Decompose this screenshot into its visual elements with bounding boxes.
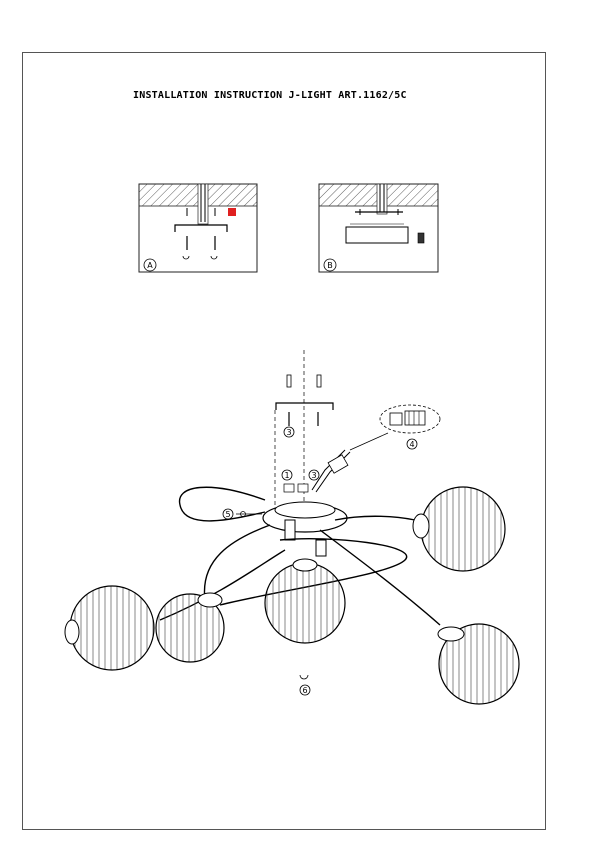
panel-b-label: B: [327, 261, 333, 270]
panel-a: A: [138, 183, 258, 273]
step-1-marker: 1 3: [281, 469, 320, 493]
step-4-badge: [406, 438, 418, 450]
glass-globe: [437, 623, 520, 705]
page-title: INSTALLATION INSTRUCTION J-LIGHT ART.116…: [133, 90, 407, 101]
terminal-block-detail: 4: [349, 404, 441, 451]
step-3b-label: 3: [311, 471, 316, 480]
step-4-label: 4: [409, 440, 414, 449]
step-3-label: 3: [286, 428, 291, 437]
glass-globe: [64, 585, 155, 671]
glass-globe: [155, 592, 225, 663]
panel-a-label: A: [147, 261, 153, 270]
step-5-label: 5: [225, 510, 230, 519]
canopy: [262, 501, 348, 557]
panel-b: B: [318, 183, 439, 273]
step-1-label: 1: [284, 471, 289, 480]
page-border: [22, 52, 546, 830]
highlight-marker: [228, 208, 236, 216]
wiring: [311, 449, 351, 493]
step-3-badge: [283, 426, 295, 438]
lamp-arms: [159, 486, 441, 626]
glass-globe: [264, 558, 346, 644]
ceiling-fixing: 3: [274, 350, 334, 520]
step-6-label: 6: [302, 686, 307, 695]
step-6-marker: 6: [299, 674, 311, 696]
panel-a-badge: [143, 258, 157, 272]
glass-globe: [412, 486, 506, 572]
panel-b-badge: [323, 258, 337, 272]
